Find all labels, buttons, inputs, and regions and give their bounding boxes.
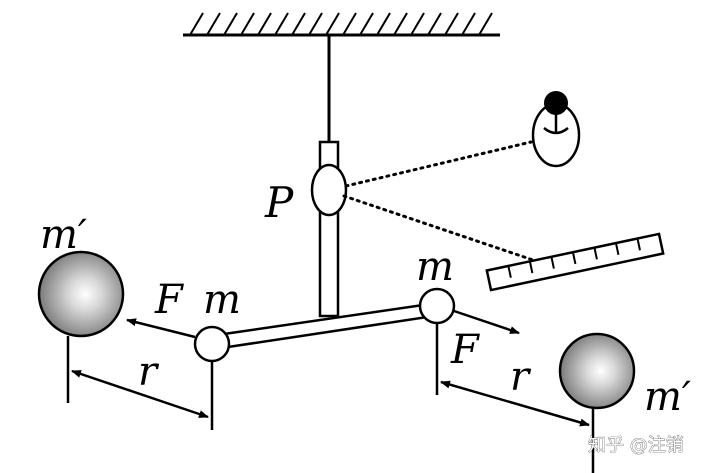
label-f-right: F (450, 327, 480, 373)
large-sphere-right (558, 332, 636, 410)
label-p: P (264, 178, 294, 227)
mirror-p (310, 163, 348, 217)
large-sphere-left (37, 250, 125, 338)
distance-arrow-right (440, 380, 590, 427)
distance-reference-lines (66, 323, 595, 473)
small-mass-left (193, 325, 231, 363)
scale-ruler (485, 232, 665, 292)
force-arrow-right (453, 309, 520, 335)
watermark: 知乎 @注销 (588, 435, 684, 456)
lamp-icon (531, 91, 581, 168)
reflected-light-ray (342, 194, 535, 262)
ceiling-support (183, 12, 500, 37)
label-m-left: m (203, 277, 241, 323)
label-m-right: m (416, 244, 454, 290)
vertical-rod (318, 210, 340, 318)
label-r-left: r (138, 349, 160, 395)
distance-arrow-left (71, 369, 209, 419)
incident-light-ray (344, 140, 533, 188)
label-m-prime-right: m′ (644, 374, 691, 420)
label-r-right: r (510, 354, 532, 400)
label-m-prime-left: m′ (40, 212, 87, 258)
force-arrow-left (126, 318, 196, 339)
small-mass-right (418, 287, 456, 325)
label-f-left: F (154, 277, 184, 323)
